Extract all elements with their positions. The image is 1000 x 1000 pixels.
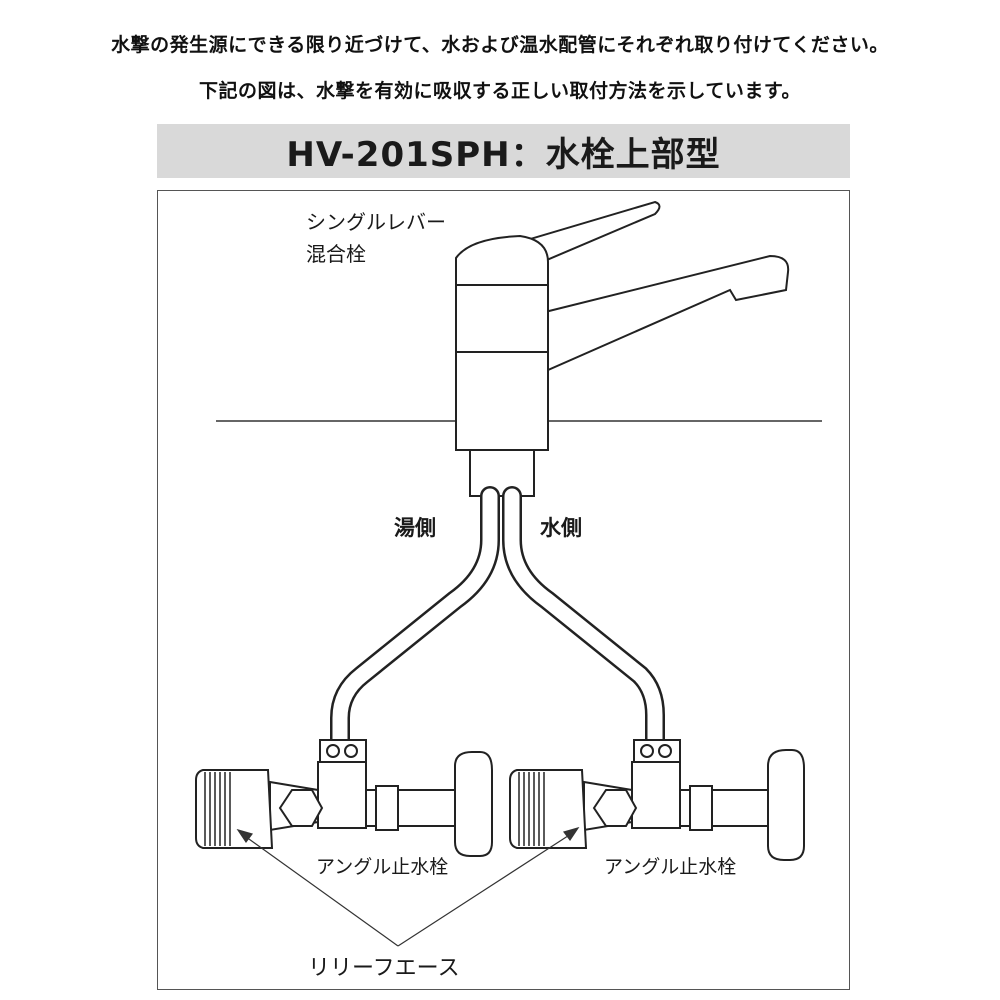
pointer-line-right [397, 831, 575, 947]
pointer-arrow-left [236, 828, 254, 844]
instruction-line-2: 下記の図は、水撃を有効に吸収する正しい取付方法を示しています。 [198, 80, 802, 102]
valve-nut-right [592, 789, 638, 827]
angle-stop-valve-label-right: アングル止水栓 [604, 856, 737, 878]
faucet-body [455, 234, 549, 451]
faucet-label-line2: 混合栓 [306, 242, 366, 266]
faucet-spout [543, 254, 790, 372]
instruction-line-1: 水撃の発生源にできる限り近づけて、水および温水配管にそれぞれ取り付けてください。 [111, 34, 889, 56]
relief-ace-label: リリーフエース [308, 956, 460, 981]
relief-ace-ribs-right [518, 772, 545, 846]
hot-side-label: 湯側 [394, 516, 436, 540]
angle-stop-valve-right [509, 739, 805, 861]
pointer-arrow-right [562, 826, 580, 842]
diagram-title: HV-201SPH：水栓上部型 [286, 134, 721, 175]
relief-pointer-lines [236, 826, 580, 947]
relief-ace-ribs-left [204, 772, 231, 846]
valve-nut-left [278, 789, 324, 827]
cold-hose-inner [504, 488, 663, 753]
relief-ace-left [195, 769, 274, 849]
faucet-shank [469, 449, 535, 497]
relief-ace-right [509, 769, 588, 849]
single-lever-faucet [455, 200, 790, 497]
wall-flange-left [454, 751, 493, 857]
valve-body-left [317, 761, 367, 829]
pointer-line-left [241, 833, 399, 947]
cold-side-label: 水側 [540, 516, 582, 540]
supply-hoses [330, 486, 665, 755]
faucet-label-line1: シングルレバー [306, 210, 446, 234]
wall-flange-right [767, 749, 805, 861]
angle-stop-valve-left [195, 739, 493, 857]
angle-stop-valve-label-left: アングル止水栓 [316, 856, 449, 878]
diagram-frame [157, 190, 850, 990]
hot-hose-inner [332, 488, 498, 753]
valve-body-right [631, 761, 681, 829]
diagram-title-band: HV-201SPH：水栓上部型 [157, 124, 850, 178]
